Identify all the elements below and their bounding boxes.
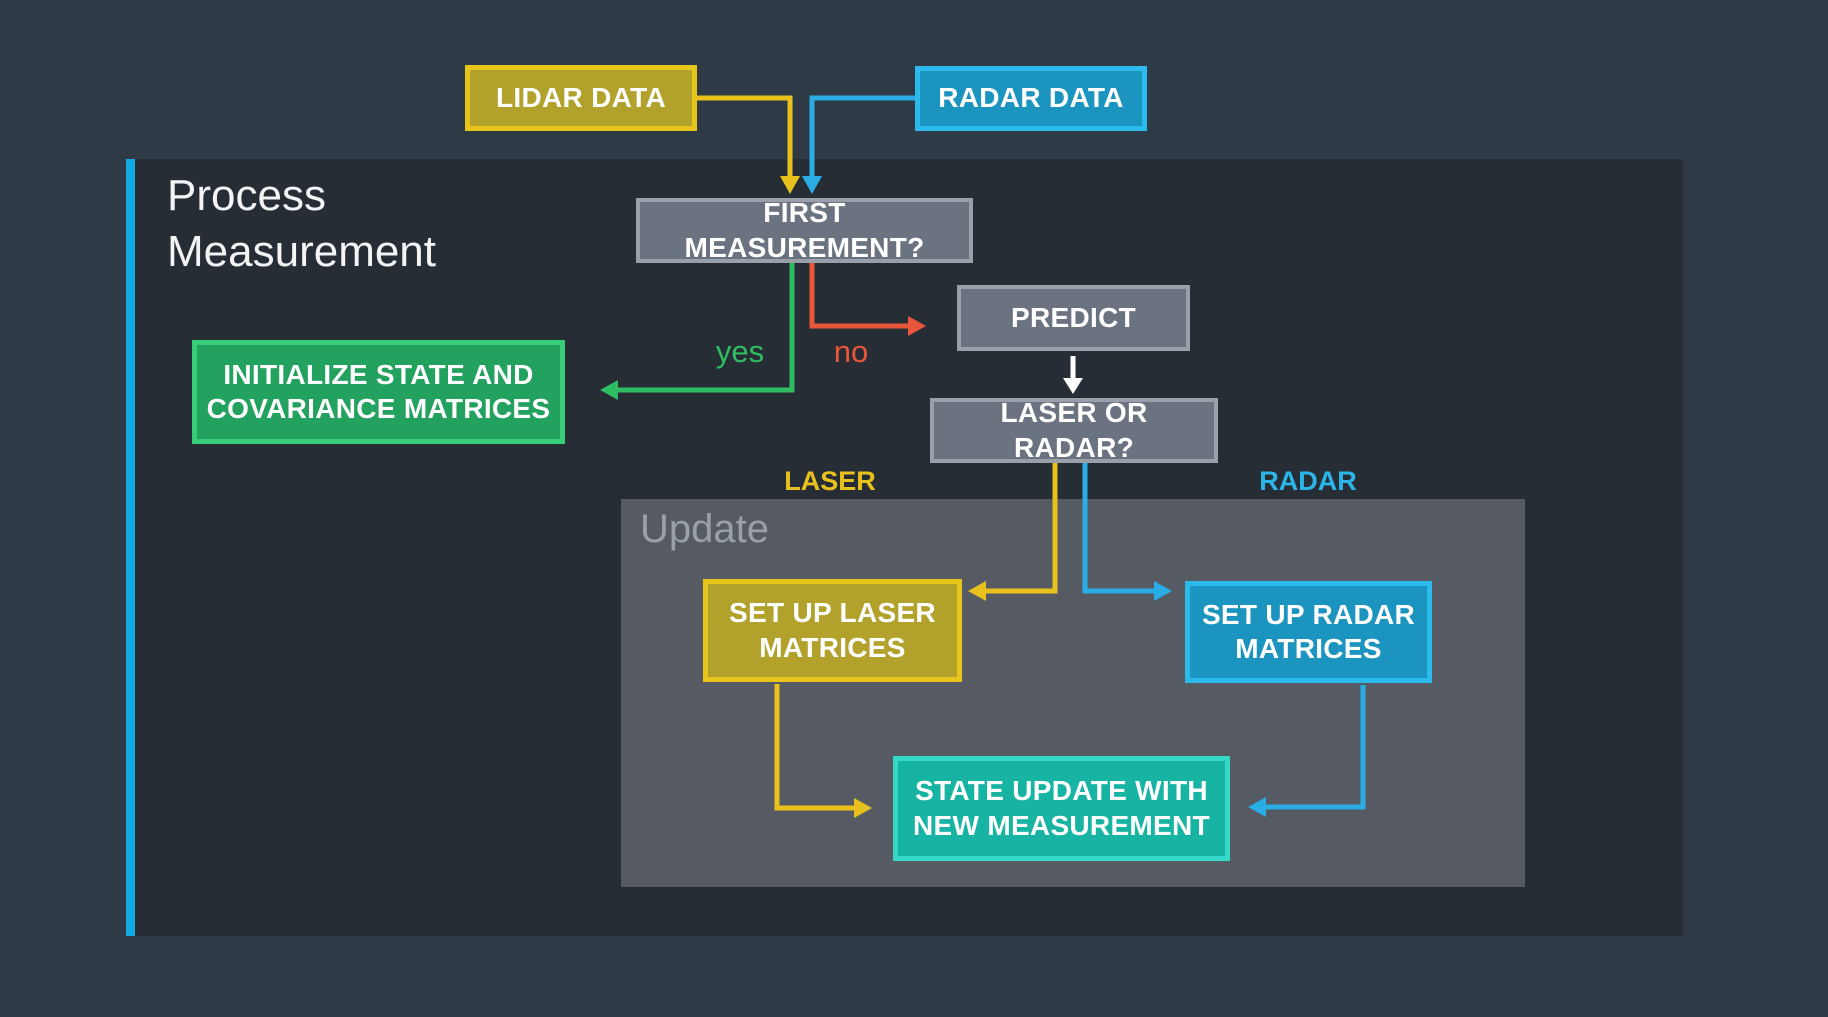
edge-label-no: no: [833, 334, 869, 369]
node-lidar-data: LIDAR DATA: [465, 65, 697, 131]
edge-label-laser: LASER: [784, 466, 876, 496]
node-set-up-laser: SET UP LASER MATRICES: [703, 579, 962, 682]
node-initialize-state: INITIALIZE STATE AND COVARIANCE MATRICES: [192, 340, 565, 444]
node-set-up-radar: SET UP RADAR MATRICES: [1185, 581, 1432, 683]
edge-label-radar: RADAR: [1259, 466, 1357, 496]
update-title: Update: [640, 507, 769, 551]
node-predict: PREDICT: [957, 285, 1190, 351]
node-state-update: STATE UPDATE WITH NEW MEASUREMENT: [893, 756, 1230, 861]
node-first-measurement: FIRST MEASUREMENT?: [636, 197, 973, 263]
process-measurement-title: Process Measurement: [167, 171, 437, 277]
node-laser-or-radar: LASER OR RADAR?: [930, 397, 1218, 463]
edge-label-yes: yes: [715, 334, 765, 369]
node-radar-data: RADAR DATA: [915, 66, 1147, 131]
